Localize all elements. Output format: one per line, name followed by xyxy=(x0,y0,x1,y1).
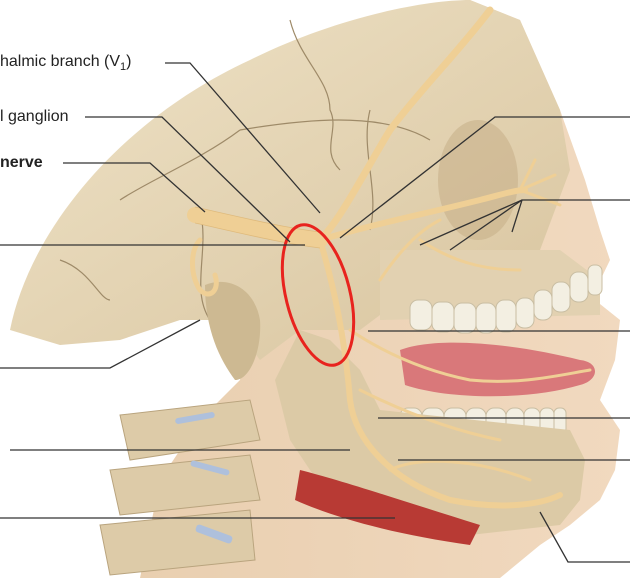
label-text: halmic branch (V xyxy=(0,53,121,70)
tongue xyxy=(400,342,595,397)
neck-muscle xyxy=(295,470,480,545)
leader-left-mid-2 xyxy=(0,319,201,369)
cervical-vertebrae xyxy=(99,399,261,576)
label-trigeminal-ganglion: l ganglion xyxy=(0,108,69,126)
intervertebral-discs xyxy=(175,412,233,544)
leader-ophthalmic xyxy=(165,62,321,214)
label-subscript: 1 xyxy=(120,61,127,74)
trigeminal-nerve-outline xyxy=(194,206,321,249)
label-ophthalmic-branch: halmic branch (V1) xyxy=(0,53,132,76)
label-trigeminal-nerve: nerve xyxy=(0,154,43,172)
mandible xyxy=(275,330,585,535)
upper-teeth xyxy=(409,264,603,334)
trigeminal-nerve-branches xyxy=(187,6,592,509)
leader-right-upper-2b xyxy=(449,199,523,251)
leader-ganglion xyxy=(85,116,291,243)
highlight-ellipse xyxy=(280,223,356,367)
orbit xyxy=(438,120,518,240)
label-text: nerve xyxy=(0,154,43,171)
mastoid xyxy=(205,281,261,380)
leader-right-bottom xyxy=(539,511,630,563)
label-suffix: ) xyxy=(126,53,132,70)
leader-lines xyxy=(0,62,630,563)
label-text: l ganglion xyxy=(0,108,69,125)
leader-nerve xyxy=(63,162,206,213)
leader-right-upper-2c xyxy=(511,199,523,233)
leader-right-upper-1 xyxy=(339,116,630,239)
